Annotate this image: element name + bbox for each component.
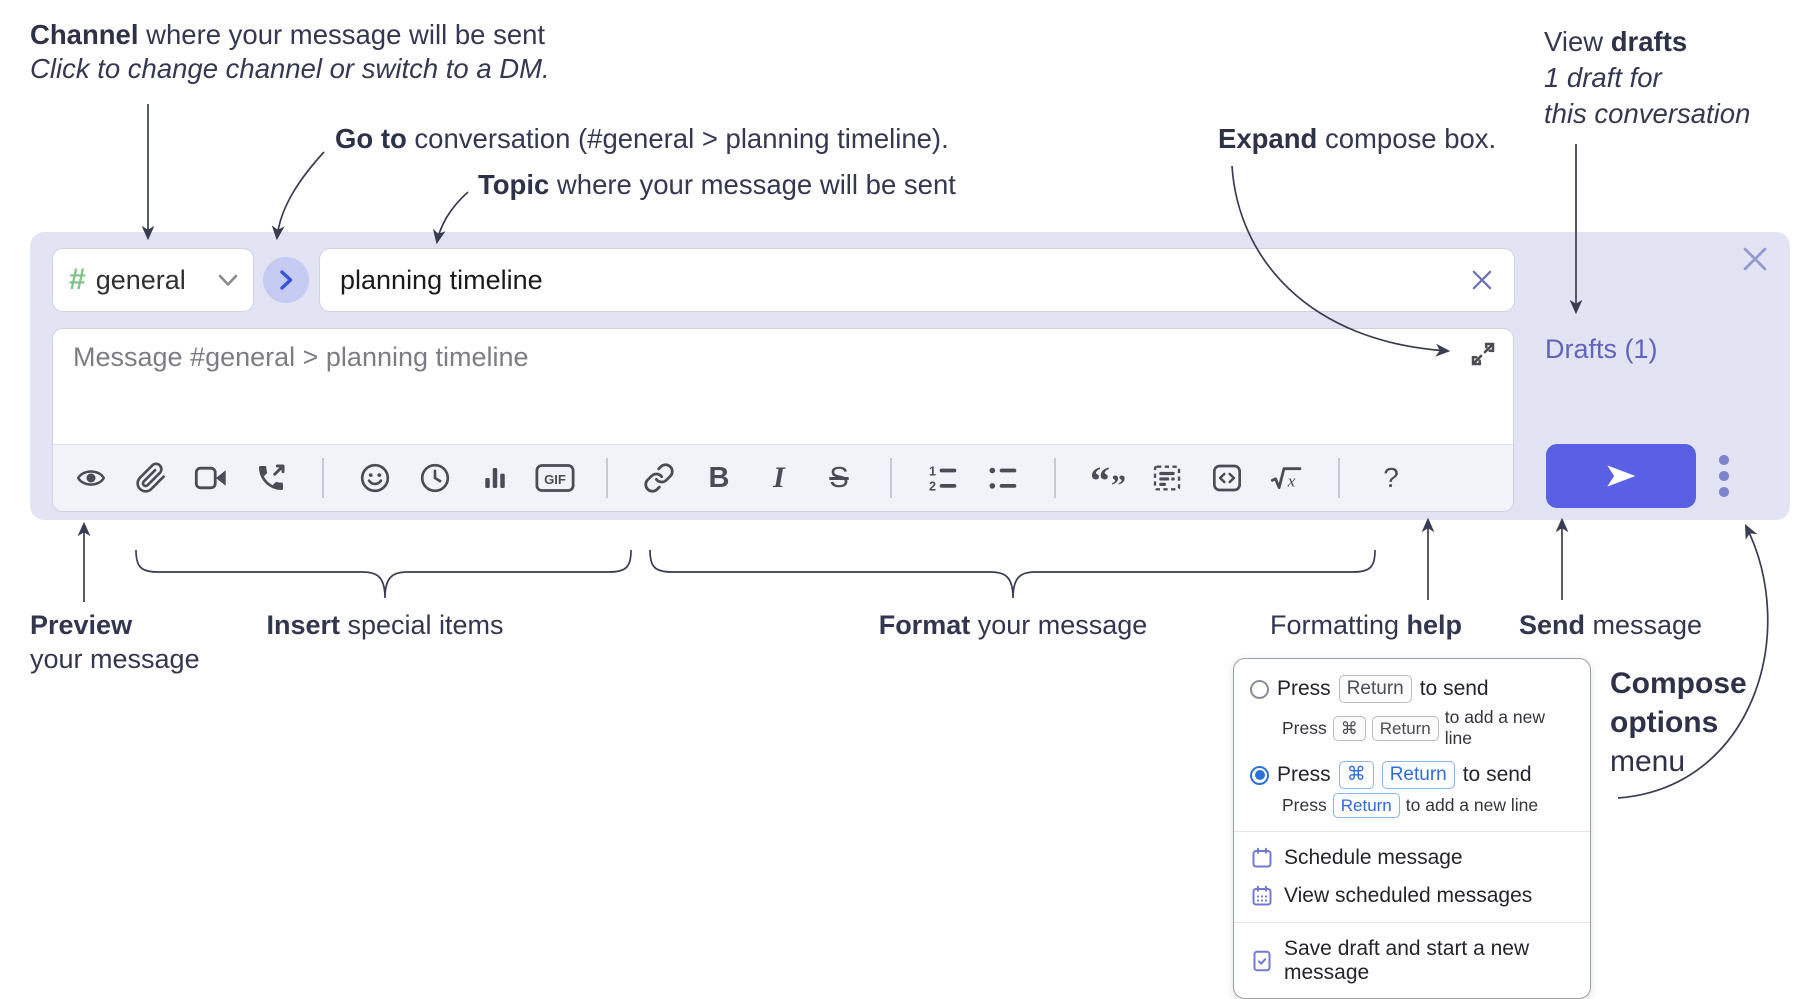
brace-insert (135, 549, 632, 599)
toolbar-divider (1317, 450, 1361, 506)
menu-item-view-scheduled[interactable]: View scheduled messages (1234, 877, 1590, 915)
svg-text:2: 2 (929, 480, 936, 494)
label-compose-options: Compose options menu (1610, 667, 1747, 778)
brace-format (649, 549, 1376, 599)
video-call-icon[interactable] (181, 450, 241, 506)
radio-unselected[interactable] (1250, 679, 1269, 699)
menu-divider (1234, 922, 1590, 923)
gif-icon[interactable]: GIF (525, 450, 585, 506)
toolbar-divider (869, 450, 913, 506)
menu-item-schedule-message[interactable]: Schedule message (1234, 839, 1590, 877)
enter-sends-option[interactable]: Press Return to send Press ⌘ Return to a… (1234, 669, 1590, 755)
expand-compose-icon[interactable] (1468, 339, 1500, 371)
attach-file-icon[interactable] (121, 450, 181, 506)
poll-icon[interactable] (465, 450, 525, 506)
annotation-goto: Go to conversation (#general > planning … (335, 123, 949, 154)
svg-text:GIF: GIF (544, 472, 566, 487)
annotation-view-drafts: View drafts 1 draft for this conversatio… (1544, 26, 1751, 129)
menu-divider (1234, 831, 1590, 832)
channel-hash-icon: # (69, 263, 86, 296)
channel-name: general (95, 264, 186, 295)
topic-value: planning timeline (340, 264, 543, 295)
radio-selected[interactable] (1250, 765, 1269, 785)
svg-text:x: x (1287, 472, 1296, 491)
annotation-expand: Expand compose box. (1218, 123, 1497, 154)
connector-goto (271, 151, 325, 241)
save-draft-icon (1253, 950, 1271, 972)
toolbar-divider (585, 450, 629, 506)
label-format: Format your message (878, 610, 1148, 640)
send-button[interactable] (1546, 444, 1696, 508)
emoji-icon[interactable] (345, 450, 405, 506)
quote-icon[interactable]: “” (1090, 458, 1126, 503)
cmd-enter-sends-option[interactable]: Press ⌘ Return to send Press Return to a… (1234, 755, 1590, 824)
annotation-channel-sub: Click to change channel or switch to a D… (30, 53, 550, 84)
close-compose-icon[interactable] (1738, 242, 1772, 276)
message-placeholder: Message #general > planning timeline (73, 342, 529, 372)
label-formatting-help: Formatting help (1270, 610, 1463, 640)
drafts-link[interactable]: Drafts (1) (1545, 334, 1658, 364)
label-send: Send message (1519, 610, 1703, 640)
voice-call-icon[interactable] (241, 450, 301, 506)
math-icon[interactable]: x (1257, 450, 1317, 506)
send-icon (1607, 465, 1636, 487)
strikethrough-icon[interactable]: S (829, 461, 849, 494)
go-to-conversation-button[interactable] (263, 257, 309, 303)
clear-topic-icon[interactable] (1468, 266, 1496, 294)
label-insert: Insert special items (266, 610, 504, 640)
channel-picker[interactable]: # general (52, 248, 254, 312)
annotation-channel-rest: where your message will be sent (138, 19, 546, 50)
annotation-topic: Topic where your message will be sent (478, 169, 956, 200)
annotation-channel-bold: Channel (30, 19, 139, 50)
compose-options-menu: Press Return to send Press ⌘ Return to a… (1233, 658, 1591, 999)
annotation-channel: Channel where your message will be sent … (30, 18, 550, 86)
chevron-right-icon (280, 270, 293, 290)
spoiler-icon[interactable] (1137, 450, 1197, 506)
toolbar-divider (1033, 450, 1077, 506)
code-icon[interactable] (1197, 450, 1257, 506)
label-preview: Preview your message (30, 610, 200, 674)
italic-icon[interactable]: I (773, 461, 785, 494)
calendar-grid-icon (1252, 885, 1272, 906)
compose-options-menu-button[interactable] (1704, 446, 1744, 506)
time-icon[interactable] (405, 450, 465, 506)
calendar-icon (1252, 847, 1272, 868)
topic-input[interactable]: planning timeline (319, 248, 1515, 312)
bold-icon[interactable]: B (708, 461, 730, 494)
menu-item-save-draft[interactable]: Save draft and start a new message (1234, 930, 1590, 992)
toolbar-divider (301, 450, 345, 506)
chevron-down-icon (218, 274, 238, 286)
link-icon[interactable] (629, 450, 689, 506)
message-input[interactable]: Message #general > planning timeline GIF (52, 328, 1514, 512)
bulleted-list-icon[interactable] (973, 450, 1033, 506)
preview-icon[interactable] (61, 450, 121, 506)
svg-text:1: 1 (929, 464, 936, 478)
message-formatting-help-icon[interactable]: ? (1383, 462, 1399, 493)
